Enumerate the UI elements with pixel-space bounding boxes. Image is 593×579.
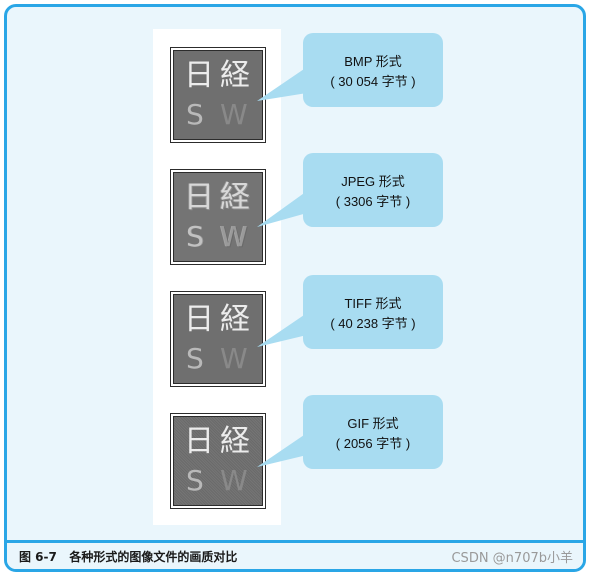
gif-letter-s: S: [186, 464, 204, 497]
figure-frame: 日 経 S W 日 経 S W 日 経 S W 日: [4, 4, 586, 572]
jpeg-format-label: JPEG 形式: [341, 174, 405, 189]
gif-letter-w: W: [220, 464, 248, 497]
figure-caption: 图 6-7 各种形式的图像文件的画质对比: [19, 550, 238, 564]
jpeg-letter-s: S: [186, 220, 204, 253]
tiff-callout-tail: [257, 313, 307, 347]
tiff-glyph-kei: 経: [220, 302, 250, 337]
gif-sample-image: 日 経 S W: [170, 413, 266, 509]
gif-callout: GIF 形式 ( 2056 字节 ): [303, 395, 443, 469]
jpeg-sample-image: 日 経 S W: [170, 169, 266, 265]
gif-callout-tail: [257, 433, 307, 467]
callout-tails: [257, 67, 307, 467]
bmp-callout: BMP 形式 ( 30 054 字节 ): [303, 33, 443, 107]
tiff-callout: TIFF 形式 ( 40 238 字节 ): [303, 275, 443, 349]
tiff-size-label: ( 40 238 字节 ): [330, 316, 416, 331]
jpeg-glyph-kei: 経: [220, 180, 250, 215]
jpeg-letter-w: W: [220, 220, 248, 253]
jpeg-callout: JPEG 形式 ( 3306 字节 ): [303, 153, 443, 227]
gif-glyph-ri: 日: [184, 424, 214, 459]
caption-bar: 图 6-7 各种形式的图像文件的画质对比 CSDN @n707b小羊: [7, 540, 583, 569]
samples-panel: 日 経 S W 日 経 S W 日 経 S W 日: [153, 29, 281, 525]
bmp-format-label: BMP 形式: [344, 54, 402, 69]
gif-size-label: ( 2056 字节 ): [335, 436, 411, 451]
bmp-glyph-kei: 経: [220, 58, 250, 93]
bmp-letter-w: W: [220, 98, 248, 131]
jpeg-size-label: ( 3306 字节 ): [335, 194, 411, 209]
tiff-letter-s: S: [186, 342, 204, 375]
tiff-sample-image: 日 経 S W: [170, 291, 266, 387]
bmp-letter-s: S: [186, 98, 204, 131]
tiff-letter-w: W: [220, 342, 248, 375]
bmp-glyph-ri: 日: [184, 58, 214, 93]
tiff-glyph-ri: 日: [184, 302, 214, 337]
jpeg-callout-tail: [257, 191, 307, 227]
bmp-size-label: ( 30 054 字节 ): [330, 74, 416, 89]
bmp-callout-tail: [257, 67, 307, 101]
tiff-format-label: TIFF 形式: [344, 296, 402, 311]
bmp-sample-image: 日 経 S W: [170, 47, 266, 143]
jpeg-glyph-ri: 日: [184, 180, 214, 215]
csdn-watermark: CSDN @n707b小羊: [451, 551, 573, 566]
gif-format-label: GIF 形式: [347, 416, 399, 431]
gif-glyph-kei: 経: [220, 424, 250, 459]
